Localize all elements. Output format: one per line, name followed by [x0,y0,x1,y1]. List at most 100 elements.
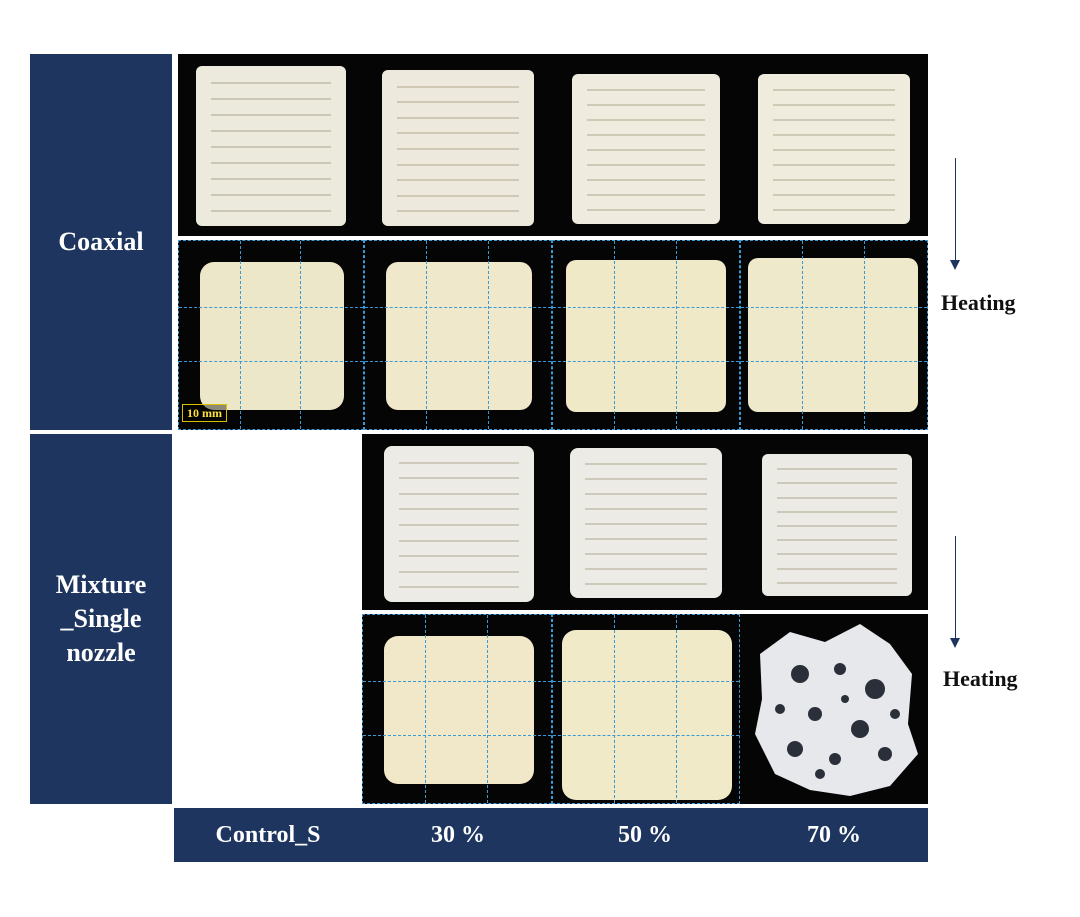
print-line [777,567,897,570]
row-label-mixture: Mixture _Single nozzle [30,434,172,804]
sample-heated [566,260,726,412]
sample-printed [384,446,534,602]
print-line [399,477,519,480]
heating-arrow-top [955,158,956,262]
sample-heated [562,630,732,800]
print-line [211,82,331,84]
column-label-70: 70 % [807,821,861,848]
print-line [777,482,897,485]
print-line [586,104,706,106]
print-line [397,132,519,135]
print-line [777,553,897,556]
print-line [397,163,519,166]
print-line [399,492,519,495]
print-line [211,98,331,100]
print-line [211,178,331,180]
row-label-coaxial-text: Coaxial [58,227,144,256]
print-line [211,130,331,132]
print-line [773,89,895,91]
scale-bar: 10 mm [182,404,227,422]
print-line [773,209,895,211]
print-line [777,510,897,513]
print-line [777,496,897,499]
print-line [397,194,519,197]
photo-coaxial-50-before [552,54,740,236]
print-line [586,89,706,91]
print-line [586,119,706,121]
print-line [773,164,895,166]
heating-label-bottom: Heating [943,666,1018,691]
sample-printed [382,70,534,226]
photo-mixture-30-after [362,614,552,804]
sample-heated [384,636,534,784]
print-line [777,581,897,584]
print-line [399,586,519,589]
heating-arrow-bottom [955,536,956,640]
print-line [773,179,895,181]
print-line [211,194,331,196]
print-line [397,148,519,150]
sample-heated [386,262,532,410]
column-label-bar: Control_S 30 % 50 % 70 % [174,808,928,862]
print-line [777,468,897,471]
sample-heated [748,258,918,412]
print-line [397,101,519,104]
print-line [397,85,519,88]
print-line [585,568,707,570]
print-line [397,210,519,213]
print-line [585,493,707,495]
print-line [211,162,331,164]
print-line [585,508,707,510]
print-line [399,570,519,573]
print-line [585,463,707,465]
print-line [773,104,895,106]
print-line [397,179,519,182]
print-line [773,149,895,151]
print-line [211,146,331,148]
row-label-mixture-line3: nozzle [66,638,136,667]
photo-coaxial-50-after [552,240,740,430]
sample-printed [572,74,720,224]
print-line [777,525,897,527]
print-line [211,114,331,116]
print-line [397,116,519,119]
sample-printed [196,66,346,226]
sample-heated [200,262,344,410]
print-line [399,555,519,558]
print-line [586,134,706,136]
print-line [773,194,895,196]
column-label-control: Control_S [215,821,321,848]
sample-printed [762,454,912,596]
column-label-50: 50 % [618,821,672,848]
print-line [399,524,519,526]
photo-mixture-50-after [552,614,740,804]
print-line [586,164,706,166]
heating-label-top: Heating [941,290,1016,315]
photo-coaxial-30-after [364,240,552,430]
print-line [399,539,519,542]
print-line [585,523,707,525]
photo-coaxial-control-before [178,54,364,236]
photo-mixture-50-before [552,434,740,610]
print-line [773,119,895,121]
sample-printed [758,74,910,224]
print-line [586,179,706,181]
column-label-30: 30 % [431,821,485,848]
row-label-mixture-line2: _Single [60,604,142,633]
print-line [773,134,895,136]
photo-coaxial-70-before [740,54,928,236]
print-line [585,583,707,585]
print-line [399,461,519,464]
print-line [586,209,706,211]
heating-arrow-bottom-head [950,638,960,648]
photo-coaxial-70-after [740,240,928,430]
photo-mixture-70-after [740,614,928,804]
photo-coaxial-30-before [364,54,552,236]
print-line [585,538,707,540]
sample-printed [570,448,722,598]
print-line [586,194,706,196]
collapsed-sample-illustration [755,624,918,796]
photo-coaxial-control-after: 10 mm [178,240,364,430]
print-line [211,210,331,212]
print-line [585,478,707,480]
